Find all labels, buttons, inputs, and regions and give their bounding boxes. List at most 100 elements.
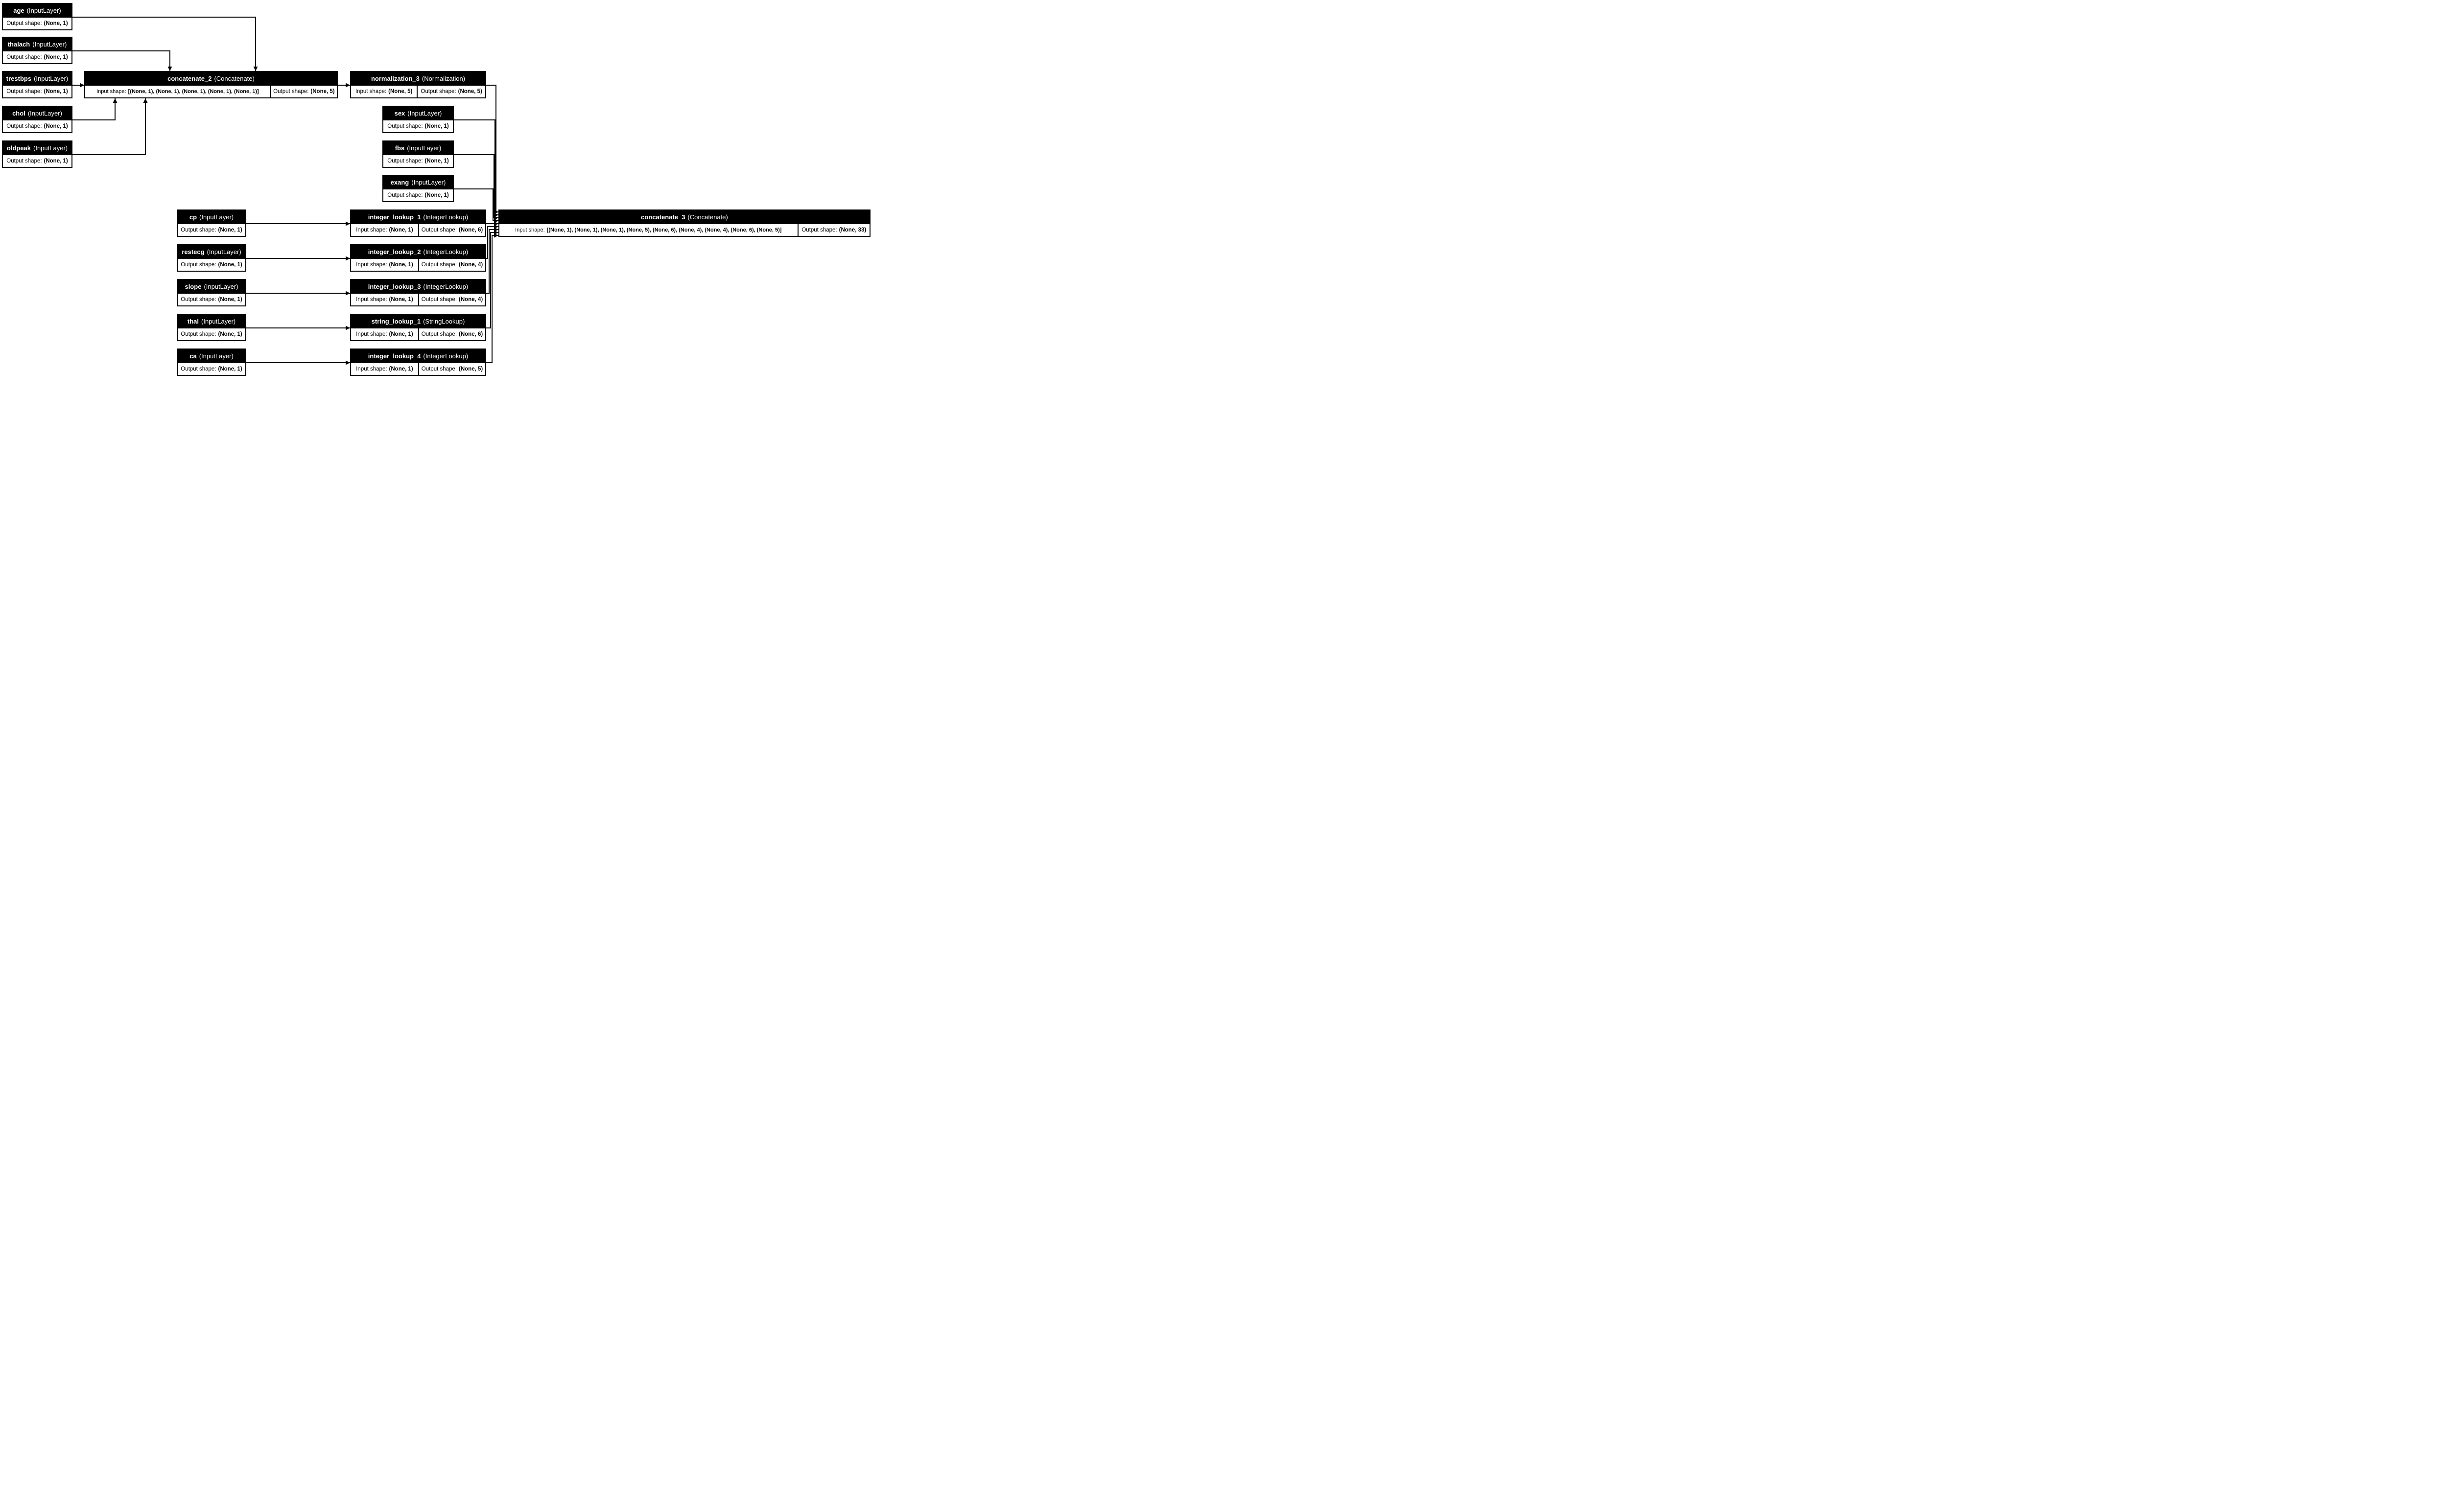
shape-label: Input shape: <box>355 89 387 94</box>
shape-label: Output shape: <box>181 331 216 337</box>
output-shape-cell: Output shape:(None, 1) <box>3 86 71 97</box>
node-exang-title: exang(InputLayer) <box>383 176 453 188</box>
node-thalach-title: thalach(InputLayer) <box>3 38 71 50</box>
input-shape-cell: Input shape:(None, 1) <box>351 294 418 305</box>
shape-value: [(None, 1), (None, 1), (None, 1), (None,… <box>128 89 259 94</box>
node-age: age(InputLayer) Output shape:(None, 1) <box>2 3 72 30</box>
node-sex-body: Output shape:(None, 1) <box>383 119 453 132</box>
shape-value: (None, 4) <box>459 262 483 268</box>
node-trestbps-body: Output shape:(None, 1) <box>3 85 71 97</box>
shape-value: (None, 1) <box>44 123 68 129</box>
output-shape-cell: Output shape:(None, 5) <box>270 86 337 97</box>
node-fbs-body: Output shape:(None, 1) <box>383 154 453 167</box>
shape-label: Output shape: <box>6 123 42 129</box>
edge-fbs-to-concatenate_3 <box>454 154 498 220</box>
shape-value: (None, 5) <box>310 89 335 94</box>
layer-name: concatenate_3 <box>641 213 685 221</box>
shape-label: Output shape: <box>6 158 42 164</box>
layer-name: oldpeak <box>6 144 31 152</box>
shape-label: Output shape: <box>421 297 457 302</box>
output-shape-cell: Output shape:(None, 6) <box>418 224 485 236</box>
shape-value: (None, 1) <box>424 123 449 129</box>
edge-thalach-to-concatenate_2 <box>72 50 172 71</box>
shape-value: (None, 1) <box>218 297 242 302</box>
shape-label: Output shape: <box>6 54 42 60</box>
node-integer_lookup_2: integer_lookup_2(IntegerLookup) Input sh… <box>350 244 486 272</box>
node-thalach-body: Output shape:(None, 1) <box>3 50 71 63</box>
input-shape-cell: Input shape:(None, 5) <box>351 86 417 97</box>
output-shape-cell: Output shape:(None, 5) <box>417 86 485 97</box>
shape-label: Input shape: <box>96 89 126 94</box>
node-integer_lookup_3: integer_lookup_3(IntegerLookup) Input sh… <box>350 279 486 306</box>
layer-type: (InputLayer) <box>207 248 241 256</box>
node-age-body: Output shape:(None, 1) <box>3 17 71 29</box>
node-oldpeak: oldpeak(InputLayer) Output shape:(None, … <box>2 140 72 168</box>
node-restecg-title: restecg(InputLayer) <box>178 245 245 258</box>
node-ca-title: ca(InputLayer) <box>178 349 245 362</box>
layer-name: ca <box>189 352 197 360</box>
node-integer_lookup_3-title: integer_lookup_3(IntegerLookup) <box>351 280 485 293</box>
node-chol-body: Output shape:(None, 1) <box>3 119 71 132</box>
shape-value: (None, 1) <box>389 366 413 372</box>
layer-type: (Concatenate) <box>214 74 255 82</box>
node-concatenate_2: concatenate_2(Concatenate) Input shape:[… <box>84 71 338 98</box>
shape-value: (None, 33) <box>839 227 867 233</box>
edge-layer <box>72 17 498 365</box>
edge-oldpeak-to-concatenate_2 <box>72 98 148 155</box>
shape-label: Input shape: <box>515 227 545 233</box>
node-integer_lookup_4-body: Input shape:(None, 1) Output shape:(None… <box>351 362 485 375</box>
layer-name: concatenate_2 <box>167 74 212 82</box>
shape-label: Output shape: <box>6 21 42 26</box>
layer-name: thalach <box>7 40 30 48</box>
shape-value: (None, 5) <box>459 366 483 372</box>
shape-label: Output shape: <box>421 331 457 337</box>
input-shape-cell: Input shape:(None, 1) <box>351 328 418 340</box>
shape-label: Output shape: <box>421 366 457 372</box>
layer-name: thal <box>187 317 199 325</box>
model-architecture-diagram: age(InputLayer) Output shape:(None, 1) t… <box>0 0 871 378</box>
shape-label: Output shape: <box>181 297 216 302</box>
node-exang-body: Output shape:(None, 1) <box>383 188 453 201</box>
shape-label: Output shape: <box>421 262 457 268</box>
node-fbs-title: fbs(InputLayer) <box>383 141 453 154</box>
shape-value: (None, 1) <box>44 21 68 26</box>
layer-type: (IntegerLookup) <box>423 282 469 290</box>
node-integer_lookup_2-title: integer_lookup_2(IntegerLookup) <box>351 245 485 258</box>
shape-label: Output shape: <box>6 89 42 94</box>
node-slope: slope(InputLayer) Output shape:(None, 1) <box>177 279 246 306</box>
node-thalach: thalach(InputLayer) Output shape:(None, … <box>2 37 72 64</box>
edge-chol-to-concatenate_2 <box>72 98 118 120</box>
node-cp-title: cp(InputLayer) <box>178 210 245 223</box>
node-fbs: fbs(InputLayer) Output shape:(None, 1) <box>382 140 454 168</box>
layer-type: (IntegerLookup) <box>423 248 469 256</box>
node-trestbps-title: trestbps(InputLayer) <box>3 72 71 85</box>
input-shape-cell: Input shape:(None, 1) <box>351 363 418 375</box>
node-string_lookup_1-body: Input shape:(None, 1) Output shape:(None… <box>351 327 485 340</box>
node-cp-body: Output shape:(None, 1) <box>178 223 245 236</box>
shape-label: Output shape: <box>181 262 216 268</box>
shape-label: Output shape: <box>801 227 837 233</box>
node-concatenate_3: concatenate_3(Concatenate) Input shape:[… <box>498 209 871 237</box>
layer-type: (StringLookup) <box>423 317 465 325</box>
node-concatenate_2-body: Input shape:[(None, 1), (None, 1), (None… <box>85 85 337 97</box>
node-thal: thal(InputLayer) Output shape:(None, 1) <box>177 314 246 341</box>
node-integer_lookup_1: integer_lookup_1(IntegerLookup) Input sh… <box>350 209 486 237</box>
node-integer_lookup_2-body: Input shape:(None, 1) Output shape:(None… <box>351 258 485 271</box>
node-normalization_3-title: normalization_3(Normalization) <box>351 72 485 85</box>
layer-type: (InputLayer) <box>201 317 236 325</box>
node-integer_lookup_3-body: Input shape:(None, 1) Output shape:(None… <box>351 293 485 305</box>
node-chol-title: chol(InputLayer) <box>3 107 71 119</box>
output-shape-cell: Output shape:(None, 1) <box>3 18 71 29</box>
layer-type: (InputLayer) <box>27 109 62 117</box>
layer-type: (InputLayer) <box>204 282 238 290</box>
layer-type: (InputLayer) <box>32 40 67 48</box>
layer-type: (IntegerLookup) <box>423 352 469 360</box>
input-shape-cell: Input shape:[(None, 1), (None, 1), (None… <box>85 86 270 97</box>
shape-label: Input shape: <box>356 297 387 302</box>
output-shape-cell: Output shape:(None, 1) <box>3 120 71 132</box>
shape-value: (None, 1) <box>389 227 413 233</box>
output-shape-cell: Output shape:(None, 1) <box>3 51 71 63</box>
layer-name: integer_lookup_3 <box>368 282 421 290</box>
node-concatenate_3-body: Input shape:[(None, 1), (None, 1), (None… <box>499 223 870 236</box>
shape-value: (None, 1) <box>218 227 242 233</box>
